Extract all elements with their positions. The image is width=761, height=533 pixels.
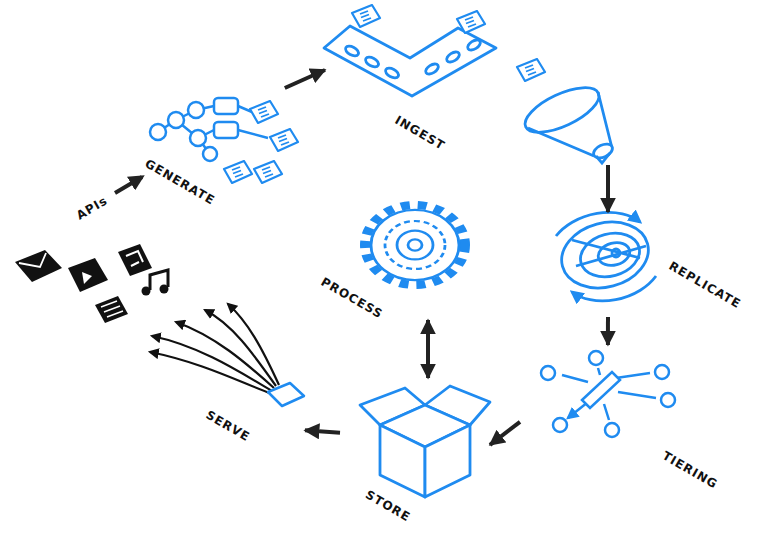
- stage-label: INGEST: [390, 111, 449, 155]
- stage-node: TIERING: [520, 345, 735, 505]
- stage-label: TIERING: [658, 447, 723, 494]
- stage-label: REPLICATE: [664, 257, 746, 313]
- stage-label: PROCESS: [316, 273, 387, 323]
- tiering-icon: [541, 351, 675, 437]
- funnel-icon: [519, 79, 615, 163]
- flow-arrow: [490, 422, 520, 445]
- stage-label: GENERATE: [140, 155, 219, 210]
- flow-arrow: [606, 317, 610, 345]
- stage-node: PROCESS: [310, 195, 475, 320]
- flow-arrow: [606, 165, 610, 212]
- flow-arrow: [285, 70, 325, 88]
- input-arrow: [115, 177, 142, 193]
- generate-icon: [150, 98, 268, 161]
- flow-arrow: [305, 430, 340, 432]
- process-icon: [365, 205, 465, 285]
- stage-label: SERVE: [201, 406, 255, 446]
- flow-arrow: [426, 320, 430, 378]
- replicate-icon: [554, 212, 656, 301]
- stage-node: STORE: [340, 378, 490, 530]
- stage-node: INGEST: [325, 0, 635, 165]
- stage-node: SERVE: [10, 235, 305, 445]
- serve-icon: [15, 244, 304, 406]
- ingest-icon: [324, 26, 496, 96]
- stage-node: REPLICATE: [540, 212, 760, 317]
- stage-node: GENERATE: [110, 88, 300, 208]
- stage-label: STORE: [361, 486, 415, 527]
- store-icon: [360, 386, 490, 497]
- source-label: APIs: [72, 192, 113, 225]
